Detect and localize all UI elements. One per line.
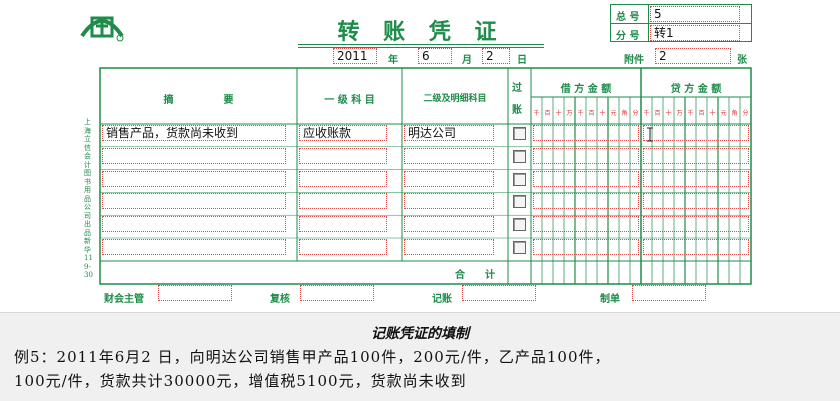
debit-digit-label: 千 (533, 110, 540, 117)
day-label: 日 (517, 55, 527, 66)
footer-supervisor-field[interactable] (158, 285, 232, 301)
posted-checkbox[interactable] (513, 195, 526, 209)
example-description-line2: 100元/件，货款共计30000元，增值税5100元，货款尚未收到 (14, 372, 467, 390)
credit-digit-label: 角 (731, 110, 738, 117)
credit-digit-label: 千 (643, 110, 650, 117)
text-cursor-icon (647, 127, 653, 142)
header-level1-account: 一 级 科 目 (324, 95, 375, 106)
level2-account-input[interactable]: 明达公司 (404, 125, 494, 141)
total-number-label: 总 号 (616, 12, 640, 23)
summary-input[interactable] (102, 170, 286, 187)
year-label: 年 (388, 55, 398, 66)
credit-amount-input[interactable] (643, 170, 749, 187)
debit-amount-input[interactable] (533, 147, 639, 164)
posted-checkbox[interactable] (513, 149, 526, 163)
summary-input[interactable] (102, 239, 286, 255)
total-label: 合 计 (455, 270, 495, 281)
footer-preparer-field[interactable] (632, 285, 706, 301)
footer-preparer-label: 制单 (600, 294, 620, 305)
debit-digit-label: 百 (588, 110, 595, 117)
sub-number-field[interactable]: 转1 (650, 25, 740, 41)
debit-digit-label: 元 (610, 110, 617, 117)
level2-account-input[interactable] (404, 216, 494, 233)
voucher-title: 转 账 凭 证 (337, 19, 505, 45)
level2-account-input[interactable] (404, 170, 494, 187)
debit-digit-label: 十 (555, 110, 562, 117)
bottom-panel (0, 312, 840, 401)
credit-digit-label: 百 (654, 110, 661, 117)
attachment-label: 附件 (624, 55, 644, 66)
credit-digit-label: 千 (687, 110, 694, 117)
debit-amount-input[interactable] (533, 216, 639, 233)
credit-amount-input[interactable] (643, 193, 749, 210)
debit-digit-label: 百 (544, 110, 551, 117)
debit-amount-input[interactable] (533, 170, 639, 187)
credit-amount-input[interactable] (643, 125, 749, 141)
summary-input[interactable] (102, 147, 286, 164)
credit-amount-input[interactable] (643, 216, 749, 233)
month-label: 月 (462, 55, 472, 66)
debit-digit-label: 千 (577, 110, 584, 117)
credit-amount-input[interactable] (643, 239, 749, 255)
debit-digit-label: 万 (566, 110, 573, 117)
example-description-line1: 例5：2011年6月2 日，向明达公司销售甲产品100件，200元/件，乙产品1… (14, 348, 611, 366)
lesson-caption: 记账凭证的填制 (371, 326, 469, 342)
level1-account-input[interactable] (299, 147, 387, 164)
header-debit-amount: 借 方 金 额 (560, 84, 612, 95)
level2-account-input[interactable] (404, 193, 494, 210)
footer-bookkeeper-field[interactable] (462, 285, 536, 301)
debit-amount-input[interactable] (533, 239, 639, 255)
debit-digit-label: 十 (599, 110, 606, 117)
level2-account-input[interactable] (404, 239, 494, 255)
level1-account-input[interactable] (299, 239, 387, 255)
footer-review-label: 复核 (270, 294, 290, 305)
debit-amount-input[interactable] (533, 125, 639, 141)
credit-digit-label: 元 (720, 110, 727, 117)
posted-checkbox[interactable] (513, 241, 526, 254)
month-field[interactable]: 6 (418, 48, 452, 64)
side-publisher-text: 上海立信会计图书用品公司出品 新华119-30 (84, 118, 93, 279)
posted-checkbox[interactable] (513, 218, 526, 232)
logo-icon (78, 6, 126, 42)
footer-supervisor-label: 财会主管 (104, 294, 144, 305)
level1-account-input[interactable]: 应收账款 (299, 125, 387, 141)
footer-review-field[interactable] (300, 285, 374, 301)
level1-account-input[interactable] (299, 193, 387, 210)
level1-account-input[interactable] (299, 216, 387, 233)
total-number-field[interactable]: 5 (650, 6, 740, 22)
sub-number-label: 分 号 (616, 31, 640, 42)
credit-digit-label: 分 (742, 110, 749, 117)
debit-digit-label: 分 (632, 110, 639, 117)
credit-digit-label: 百 (698, 110, 705, 117)
title-underline (298, 44, 544, 45)
title-underline-2 (298, 47, 544, 48)
attachment-field[interactable]: 2 (655, 48, 731, 64)
credit-digit-label: 万 (676, 110, 683, 117)
debit-amount-input[interactable] (533, 193, 639, 210)
summary-input[interactable] (102, 216, 286, 233)
posted-checkbox[interactable] (513, 172, 526, 186)
credit-digit-label: 十 (709, 110, 716, 117)
summary-input[interactable]: 销售产品，货款尚未收到 (102, 125, 286, 141)
posted-checkbox[interactable] (513, 127, 526, 140)
header-summary: 摘 要 (163, 95, 234, 106)
credit-amount-input[interactable] (643, 147, 749, 164)
day-field[interactable]: 2 (482, 48, 510, 64)
credit-digit-label: 十 (665, 110, 672, 117)
header-level2-account: 二级及明细科目 (423, 94, 487, 104)
summary-input[interactable] (102, 193, 286, 210)
header-posted: 过账 (512, 83, 522, 116)
footer-bookkeeper-label: 记账 (432, 294, 452, 305)
level2-account-input[interactable] (404, 147, 494, 164)
debit-digit-label: 角 (621, 110, 628, 117)
header-credit-amount: 贷 方 金 额 (670, 84, 722, 95)
level1-account-input[interactable] (299, 170, 387, 187)
year-field[interactable]: 2011 (333, 48, 377, 64)
attachment-unit: 张 (737, 55, 747, 66)
